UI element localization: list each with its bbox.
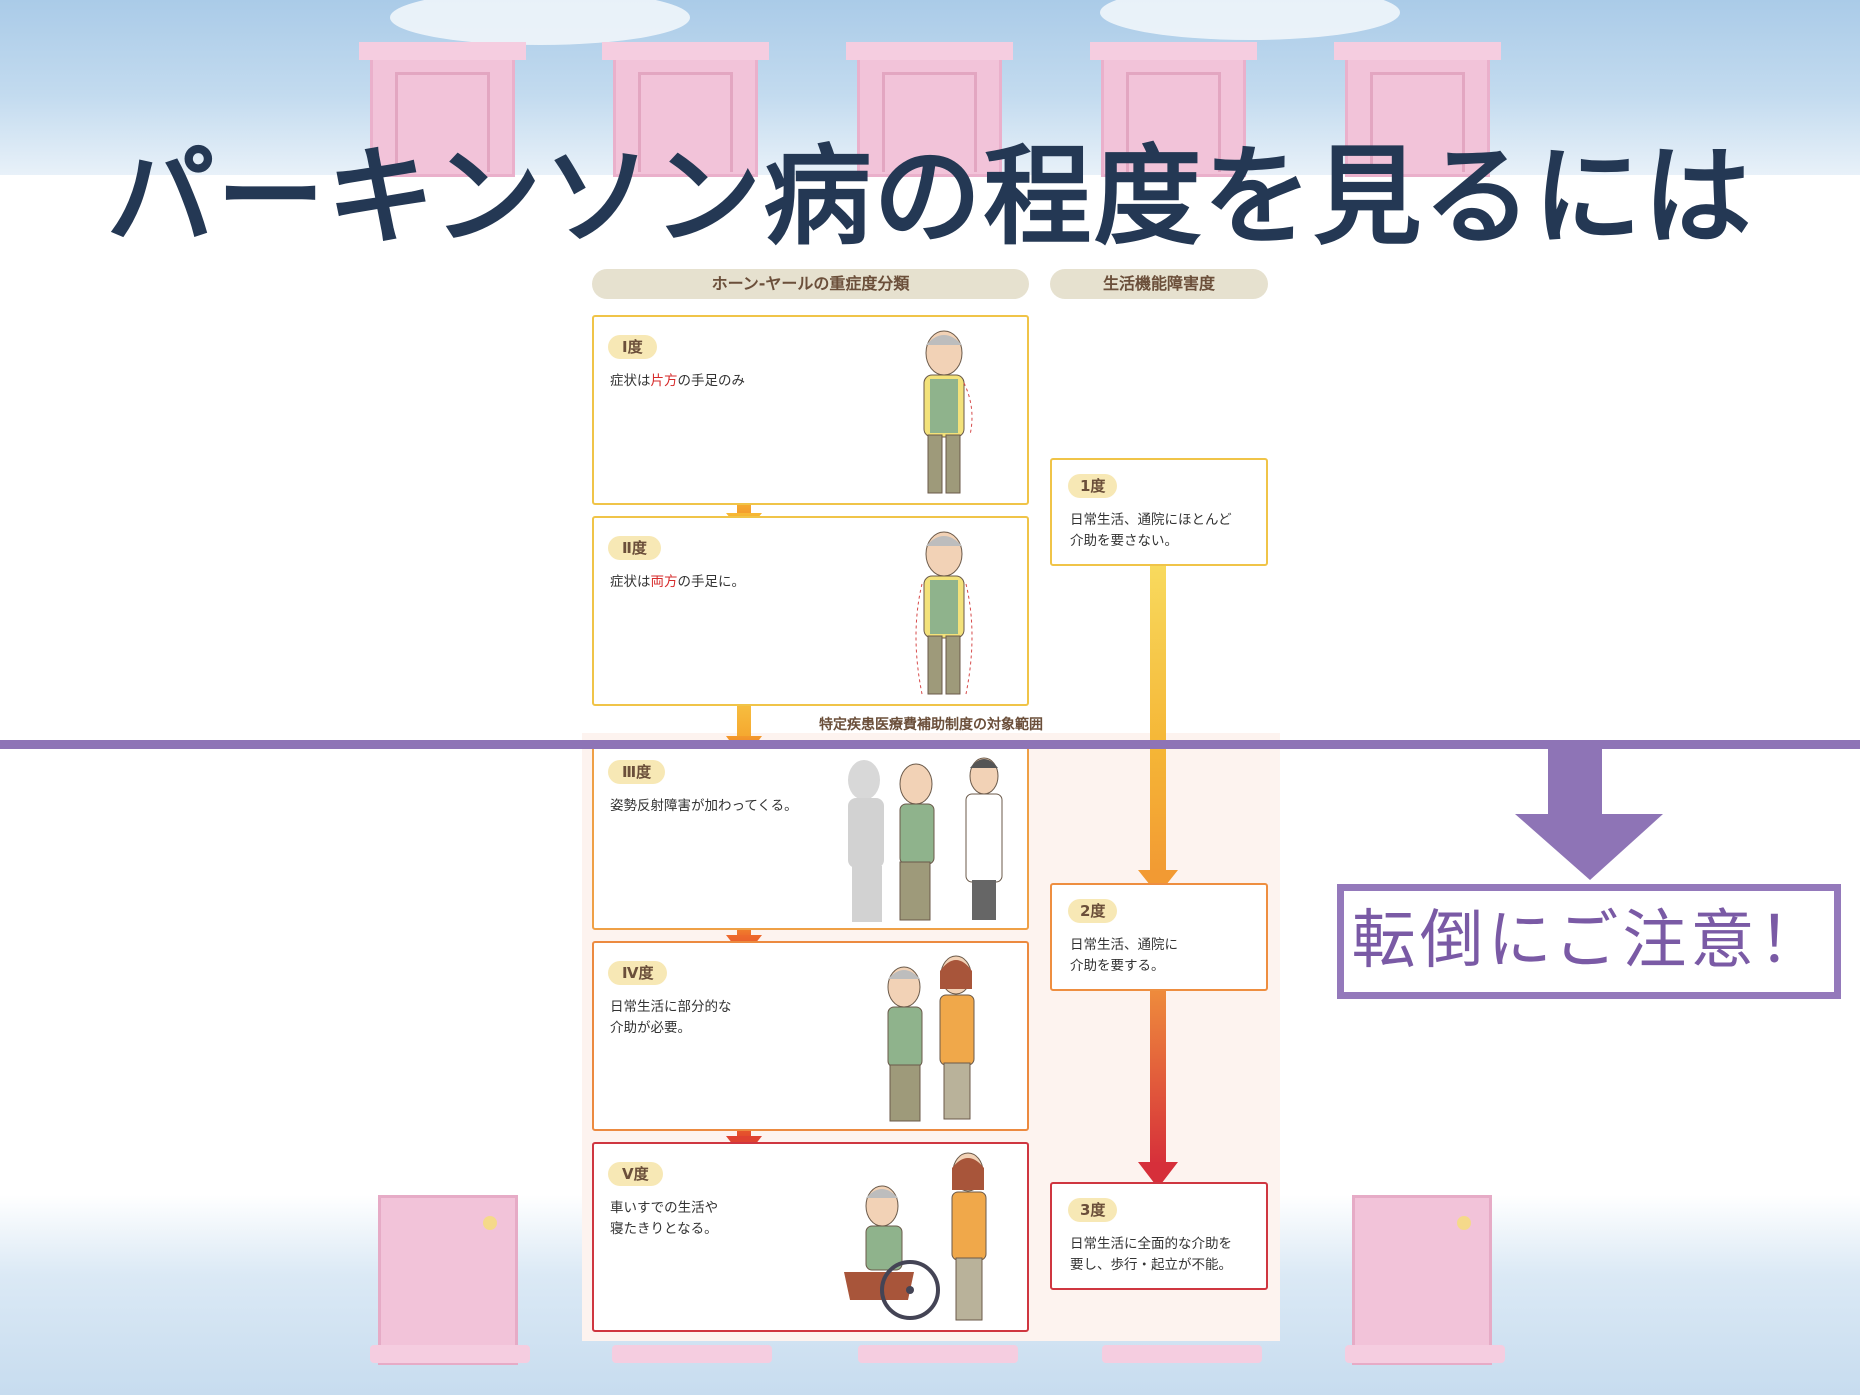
pillar bbox=[1334, 42, 1501, 177]
stage-description: 症状は両方の手足に。 bbox=[610, 574, 745, 590]
function-description: 日常生活に全面的な介助を 要し、歩行・起立が不能。 bbox=[1070, 1236, 1232, 1273]
pillar-base bbox=[1345, 1345, 1505, 1363]
wheelchair-illustration bbox=[844, 1152, 987, 1321]
pillar-base bbox=[1102, 1345, 1262, 1363]
assisted-walking-illustration bbox=[887, 955, 975, 1122]
function-badge: 1度 bbox=[1068, 474, 1118, 498]
stage-card-5: Ⅴ度 車いすでの生活や 寝たきりとなる。 bbox=[592, 1142, 1029, 1332]
function-description: 日常生活、通院にほとんど 介助を要さない。 bbox=[1070, 512, 1232, 549]
pillar bbox=[359, 42, 526, 177]
stage-card-3: Ⅲ度 姿勢反射障害が加わってくる。 bbox=[592, 740, 1029, 930]
fall-warning: 転倒にご注意！ bbox=[1337, 884, 1841, 999]
stage-description: 日常生活に部分的な 介助が必要。 bbox=[610, 999, 732, 1036]
function-badge: 2度 bbox=[1068, 899, 1118, 923]
pillar bbox=[846, 42, 1013, 177]
falling-man-doctor-illustration bbox=[848, 757, 1003, 922]
pillar bbox=[1090, 42, 1257, 177]
door bbox=[1352, 1195, 1492, 1365]
door bbox=[378, 1195, 518, 1365]
subsidy-region-label: 特定疾患医療費補助制度の対象範囲 bbox=[819, 717, 1043, 733]
function-card-3: 3度 日常生活に全面的な介助を 要し、歩行・起立が不能。 bbox=[1050, 1182, 1268, 1290]
function-card-2: 2度 日常生活、通院に 介助を要する。 bbox=[1050, 883, 1268, 991]
stage-badge: Ⅱ度 bbox=[608, 536, 661, 560]
stage-badge: Ⅲ度 bbox=[608, 760, 666, 784]
threshold-line bbox=[0, 740, 1860, 749]
pillar-base bbox=[612, 1345, 772, 1363]
stage-badge: Ⅳ度 bbox=[608, 961, 668, 985]
stage-card-2: Ⅱ度 症状は両方の手足に。 bbox=[592, 516, 1029, 706]
function-arrow bbox=[1138, 555, 1178, 895]
stage-card-1: Ⅰ度 症状は片方の手足のみ bbox=[592, 315, 1029, 505]
elderly-man-illustration bbox=[915, 531, 973, 695]
pillar-base bbox=[858, 1345, 1018, 1363]
stage-card-4: Ⅳ度 日常生活に部分的な 介助が必要。 bbox=[592, 941, 1029, 1131]
pillar-base bbox=[370, 1345, 530, 1363]
function-card-1: 1度 日常生活、通院にほとんど 介助を要さない。 bbox=[1050, 458, 1268, 566]
hoehn-yahr-header: ホーン-ヤールの重症度分類 bbox=[592, 269, 1029, 299]
life-function-header: 生活機能障害度 bbox=[1050, 269, 1268, 299]
stage-badge: Ⅰ度 bbox=[608, 335, 657, 359]
cloud bbox=[390, 0, 690, 45]
stage-description: 車いすでの生活や 寝たきりとなる。 bbox=[610, 1200, 719, 1237]
stage-description: 姿勢反射障害が加わってくる。 bbox=[610, 798, 798, 814]
stage-badge: Ⅴ度 bbox=[608, 1162, 663, 1186]
elderly-man-illustration bbox=[923, 330, 973, 494]
function-badge: 3度 bbox=[1068, 1198, 1118, 1222]
function-arrow bbox=[1138, 985, 1178, 1188]
function-description: 日常生活、通院に 介助を要する。 bbox=[1070, 937, 1178, 974]
page-title: パーキンソン病の程度を見るには bbox=[106, 135, 1754, 260]
pillar bbox=[602, 42, 769, 177]
stage-description: 症状は片方の手足のみ bbox=[610, 373, 745, 389]
